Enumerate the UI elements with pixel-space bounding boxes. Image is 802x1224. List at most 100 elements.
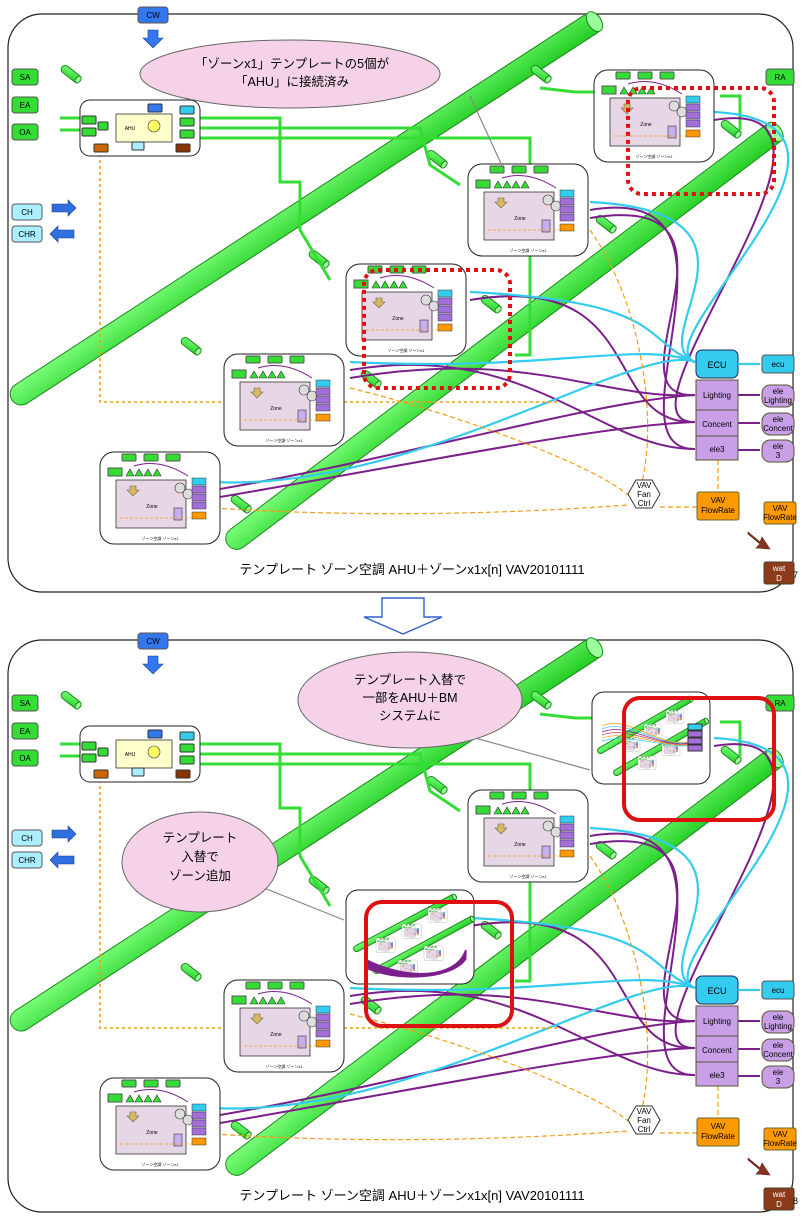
- lighting-label: Lighting: [703, 1017, 731, 1026]
- zone-io-port: [636, 746, 638, 747]
- zone-port-sa: [667, 712, 669, 713]
- ele-concent-label-line: Concent: [763, 1050, 794, 1059]
- zone-io-port: [439, 951, 441, 952]
- sensor-icon: [307, 391, 317, 401]
- fan-icon: [148, 746, 160, 758]
- port-wat-d-label-line: D: [776, 574, 782, 583]
- zone-io-port: [560, 832, 574, 839]
- zone-port: [246, 356, 260, 363]
- zone-port: [166, 454, 180, 461]
- ele-3[interactable]: ele3: [762, 440, 794, 462]
- port-ch[interactable]: CH: [12, 204, 42, 220]
- fan-icon: [148, 120, 160, 132]
- port-cw[interactable]: CW: [138, 7, 168, 23]
- zone-io-port: [676, 748, 678, 749]
- zone-port: [122, 454, 136, 461]
- zone-flow-port: [560, 850, 574, 857]
- zone-io-port: [676, 750, 678, 751]
- zone-port: [439, 908, 441, 909]
- ahu-port: [82, 742, 96, 750]
- zone-io-port: [652, 761, 654, 762]
- callout-pointer: [264, 888, 344, 920]
- ele-3[interactable]: ele3: [762, 1066, 794, 1088]
- zone-module: Zoneゾーン空調 ゾーンx1: [224, 980, 344, 1072]
- ecu-out-label: ecu: [772, 986, 785, 995]
- zone-io-port: [680, 715, 682, 716]
- port-ea-label: EA: [20, 101, 31, 110]
- zone-io-port: [439, 954, 441, 955]
- zone-port: [660, 72, 674, 79]
- zone-io-port: [192, 1112, 206, 1119]
- ch-arrow-icon: [52, 826, 76, 842]
- ele-concent-label-line: ele: [773, 1041, 784, 1050]
- sensor-icon: [551, 201, 561, 211]
- zone-port: [616, 72, 630, 79]
- port-ch-label: CH: [21, 208, 33, 217]
- zone-flow-port: [636, 747, 638, 748]
- port-cw[interactable]: CW: [138, 633, 168, 649]
- zone-label: Zone: [146, 1130, 158, 1136]
- branch-stub: [230, 1120, 253, 1140]
- mini-port: [688, 724, 702, 730]
- zone-io-port: [636, 744, 638, 745]
- callout-pointer: [470, 96, 504, 170]
- zone-io-port: [439, 950, 441, 951]
- port-oa[interactable]: OA: [12, 750, 38, 766]
- callout-text-2-line: テンプレート: [163, 831, 238, 845]
- ele-3-label-line: ele: [773, 1068, 784, 1077]
- zone-port: [651, 724, 653, 725]
- zone-port-sa: [403, 927, 405, 928]
- zone-flow-port: [316, 1040, 330, 1047]
- ecu-out[interactable]: ecu: [762, 355, 794, 373]
- port-chr[interactable]: CHR: [12, 226, 42, 242]
- port-chr[interactable]: CHR: [12, 852, 42, 868]
- zone-port-sa: [377, 941, 379, 942]
- ahu-port: [180, 118, 194, 126]
- zone-io-port: [316, 1022, 330, 1029]
- zone-io-port: [676, 746, 678, 747]
- ecu-out[interactable]: ecu: [762, 981, 794, 999]
- zone-port: [290, 356, 304, 363]
- zone-io-port: [686, 120, 700, 127]
- port-sa[interactable]: SA: [12, 695, 38, 711]
- ahu-label: AHU: [125, 126, 136, 132]
- ahu-module: AHU: [80, 100, 200, 156]
- zone-io-port: [316, 388, 330, 395]
- ahu-label: AHU: [125, 752, 136, 758]
- sensor-icon: [677, 107, 687, 117]
- panel-bottom: SAEAOACHCHRCWRAAHUZoneゾーン空調 ゾーンx1Zoneゾーン…: [6, 633, 798, 1212]
- port-ch[interactable]: CH: [12, 830, 42, 846]
- port-ra[interactable]: RA: [766, 69, 794, 85]
- port-oa[interactable]: OA: [12, 124, 38, 140]
- ele-3-label-line: 3: [776, 1077, 781, 1086]
- zone-port: [246, 982, 260, 989]
- branch-stub: [60, 64, 83, 84]
- callout-text-line: 「ゾーンx1」テンプレートの5個が: [195, 56, 390, 71]
- electric-wire: [470, 922, 695, 1048]
- port-ea[interactable]: EA: [12, 723, 38, 739]
- electric-wire: [470, 296, 695, 422]
- zone-port: [409, 960, 411, 961]
- port-sa-label: SA: [20, 73, 31, 82]
- zone-port-sa: [232, 996, 246, 1004]
- zone-port-sa: [639, 758, 641, 759]
- zone-io-port: [438, 298, 452, 305]
- zone-label: Zone: [146, 504, 158, 510]
- branch-stub: [230, 494, 253, 514]
- port-sa[interactable]: SA: [12, 69, 38, 85]
- zone-io-port: [438, 290, 452, 297]
- zone-io-port: [316, 404, 330, 411]
- vav-flowrate-label-line: VAV: [711, 1122, 726, 1131]
- port-ea[interactable]: EA: [12, 97, 38, 113]
